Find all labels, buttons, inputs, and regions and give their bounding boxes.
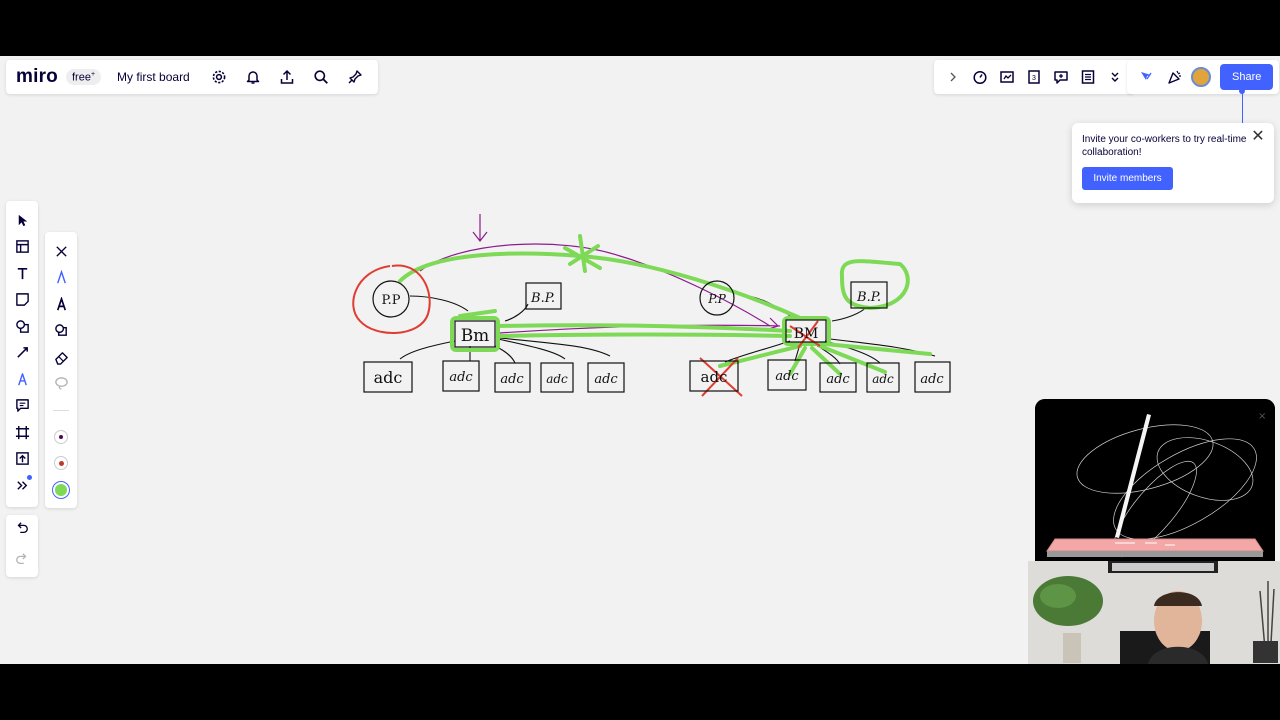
timer-icon[interactable] bbox=[967, 64, 993, 90]
close-pen-panel-icon[interactable] bbox=[48, 238, 74, 265]
templates-icon[interactable] bbox=[9, 234, 35, 261]
chat-icon[interactable] bbox=[1048, 64, 1074, 90]
plan-badge[interactable]: free+ bbox=[65, 68, 102, 86]
popup-connector-line bbox=[1242, 91, 1243, 125]
shapes-icon[interactable] bbox=[9, 313, 35, 340]
label-pp-right: P.P bbox=[707, 292, 726, 306]
divider bbox=[48, 397, 74, 424]
chevron-right-icon[interactable] bbox=[940, 64, 966, 90]
miro-logo[interactable]: miro bbox=[16, 66, 58, 87]
comment-icon[interactable] bbox=[9, 393, 35, 420]
undo-icon[interactable] bbox=[15, 521, 29, 540]
user-avatar[interactable] bbox=[1191, 67, 1211, 87]
pen-tool-icon[interactable] bbox=[48, 265, 74, 292]
invite-popup-text: Invite your co-workers to try real-time … bbox=[1082, 134, 1247, 158]
plan-badge-text: free bbox=[71, 71, 91, 84]
notification-dot-icon bbox=[27, 475, 32, 480]
pen-icon[interactable] bbox=[9, 366, 35, 393]
red-marks bbox=[352, 264, 821, 397]
share-button[interactable]: Share bbox=[1220, 64, 1274, 90]
notes-icon[interactable] bbox=[1075, 64, 1101, 90]
letterbox-bottom bbox=[0, 664, 1280, 720]
invite-popup: ✕ Invite your co-workers to try real-tim… bbox=[1072, 123, 1274, 203]
smart-drawing-icon[interactable] bbox=[48, 318, 74, 345]
board-name[interactable]: My first board bbox=[117, 70, 190, 84]
sticky-note-icon[interactable] bbox=[9, 287, 35, 314]
frame-icon[interactable] bbox=[9, 419, 35, 446]
label-bp-right: B.P. bbox=[856, 290, 881, 305]
celebrate-icon[interactable] bbox=[1162, 64, 1188, 90]
card-icon[interactable] bbox=[994, 64, 1020, 90]
green-highlights bbox=[398, 234, 932, 376]
search-icon[interactable] bbox=[308, 64, 334, 90]
label-adc-10: adc bbox=[920, 372, 944, 387]
color-swatch-purple[interactable] bbox=[48, 424, 74, 451]
more-icon[interactable] bbox=[1102, 64, 1128, 90]
popup-connector-dot bbox=[1239, 88, 1245, 94]
cursor-flag-icon[interactable] bbox=[1133, 64, 1159, 90]
settings-icon[interactable] bbox=[206, 64, 232, 90]
upload-tool-icon[interactable] bbox=[9, 446, 35, 473]
integrations-icon[interactable] bbox=[342, 64, 368, 90]
connection-line-icon[interactable] bbox=[9, 340, 35, 367]
label-adc-1: adc bbox=[374, 368, 403, 387]
label-adc-2: adc bbox=[449, 370, 473, 385]
collaboration-toolbar: 3 bbox=[934, 60, 1134, 94]
webcam-scene bbox=[1028, 561, 1280, 664]
color-swatch-red[interactable] bbox=[48, 450, 74, 477]
whiteboard-canvas[interactable]: miro free+ My first board 3 bbox=[0, 56, 1280, 664]
invite-members-button[interactable]: Invite members bbox=[1082, 167, 1173, 190]
select-cursor-icon[interactable] bbox=[9, 207, 35, 234]
svg-text:×: × bbox=[1258, 411, 1266, 422]
svg-text:3: 3 bbox=[1032, 75, 1036, 82]
label-bp-mid: B.P. bbox=[530, 291, 555, 306]
label-adc-3: adc bbox=[500, 372, 524, 387]
counter-icon[interactable]: 3 bbox=[1021, 64, 1047, 90]
share-toolbar: Share bbox=[1127, 60, 1280, 94]
eraser-icon[interactable] bbox=[48, 344, 74, 371]
label-pp-left: P.P bbox=[382, 293, 401, 308]
text-icon[interactable] bbox=[9, 260, 35, 287]
pen-options-panel bbox=[45, 232, 77, 508]
label-adc-6: adc bbox=[701, 368, 728, 386]
undo-redo-panel bbox=[6, 515, 38, 577]
close-icon[interactable]: ✕ bbox=[1251, 128, 1265, 145]
redo-icon[interactable] bbox=[15, 552, 29, 571]
freehand-diagram[interactable]: P.P B.P. Bm P.P B.P. BM adc adc adc adc … bbox=[330, 206, 970, 406]
ipad-pencil-illustration: × bbox=[1035, 399, 1275, 561]
label-bm-left: Bm bbox=[461, 326, 490, 346]
webcam-video-overlay bbox=[1028, 561, 1280, 664]
label-adc-7: adc bbox=[775, 369, 799, 384]
color-swatch-green[interactable] bbox=[48, 477, 74, 504]
label-adc-9: adc bbox=[872, 372, 894, 386]
lasso-icon[interactable] bbox=[48, 371, 74, 398]
node-labels: P.P B.P. Bm P.P B.P. BM adc adc adc adc … bbox=[374, 290, 945, 387]
label-adc-8: adc bbox=[826, 372, 850, 387]
top-left-toolbar: miro free+ My first board bbox=[6, 60, 378, 94]
label-adc-5: adc bbox=[594, 372, 618, 387]
bell-icon[interactable] bbox=[240, 64, 266, 90]
upload-icon[interactable] bbox=[274, 64, 300, 90]
label-adc-4: adc bbox=[546, 372, 568, 386]
nodes bbox=[363, 280, 951, 393]
left-toolbar bbox=[6, 201, 38, 507]
label-bm-right: BM bbox=[794, 326, 819, 342]
marker-tool-icon[interactable] bbox=[48, 291, 74, 318]
letterbox-top bbox=[0, 0, 1280, 56]
more-tools-icon[interactable] bbox=[9, 472, 35, 499]
ipad-video-overlay: × bbox=[1035, 399, 1275, 561]
